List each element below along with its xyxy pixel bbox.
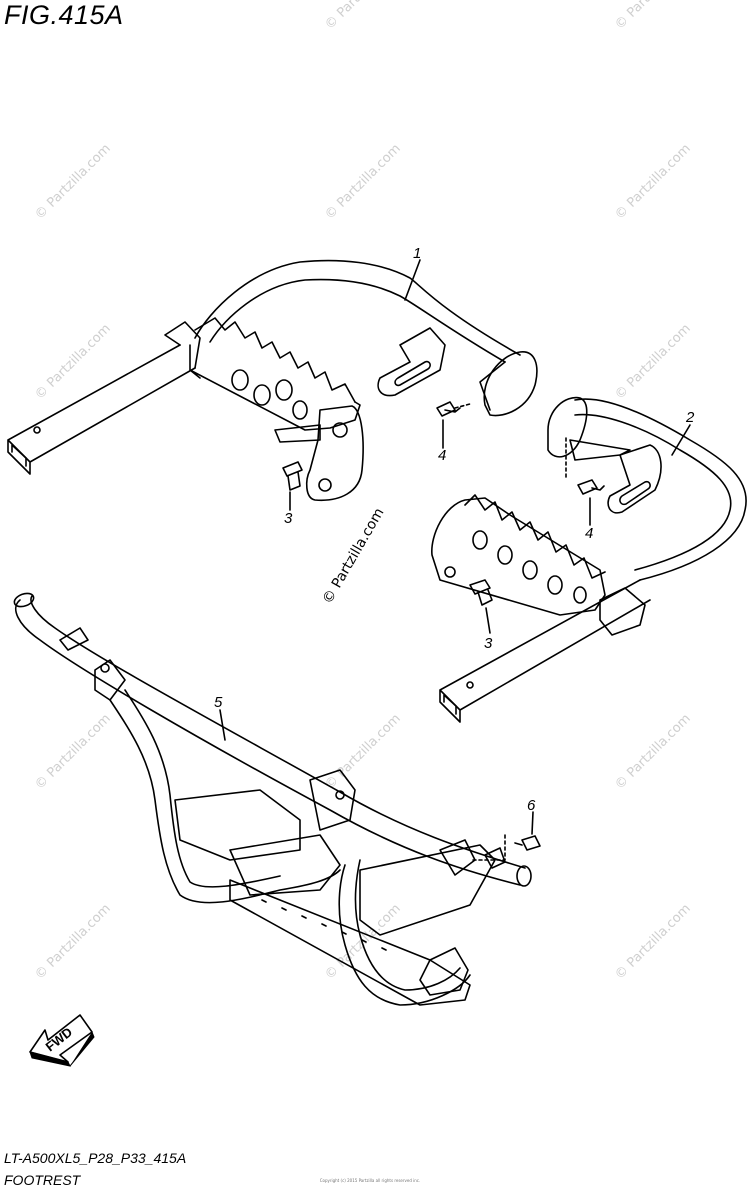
footrest-right-step-hole [231, 369, 249, 391]
bolt-left-upper [282, 461, 303, 491]
watermark: © Partzilla.com [32, 711, 114, 793]
front-guard-upper-mount [309, 769, 356, 831]
footrest-left-tube-mount [599, 587, 646, 636]
watermark-center: © Partzilla.com [320, 505, 388, 607]
front-guard-left-loop [109, 689, 341, 904]
callout-number: 6 [527, 797, 536, 814]
front-guard-left-tab [59, 627, 89, 651]
leader-line-5 [219, 709, 226, 741]
front-guard-right-bracket [439, 839, 476, 876]
footrest-left-step-plate [431, 497, 606, 616]
watermark: © Partzilla.com [612, 901, 694, 983]
copyright-fine-print: Copyright (c) 2015 Partzilla all rights … [319, 1178, 421, 1183]
front-guard-top-bar [15, 595, 526, 886]
watermark: © Partzilla.com [32, 321, 114, 403]
front-guard-bracket-hole [100, 663, 110, 673]
footrest-left-loop-rail [574, 398, 747, 581]
footrest-right-mount-hole [318, 478, 332, 492]
watermark: © Partzilla.com [322, 141, 404, 223]
footrest-right-plate-stem [479, 361, 506, 411]
footrest-right-step-body [189, 344, 361, 431]
footrest-left-step-hole [522, 560, 538, 580]
footrest-left-mount-hole [444, 566, 456, 578]
footrest-left-step-serration [464, 494, 606, 579]
front-guard-left-bracket [94, 659, 126, 701]
watermark: © Partzilla.com [612, 0, 694, 33]
footrest-left-step-hole [547, 575, 563, 595]
watermark: © Partzilla.com [322, 0, 404, 33]
figure-title: FIG.415A [4, 0, 124, 30]
watermark: © Partzilla.com [612, 321, 694, 403]
watermark: © Partzilla.com [322, 711, 404, 793]
footrest-right-mount-plate [305, 405, 364, 502]
footrest-left-tube [439, 579, 651, 723]
bolt-front-guard [469, 834, 541, 861]
front-guard-bar-end [13, 592, 35, 608]
callout-number: 5 [214, 694, 223, 711]
callout-number: 1 [413, 245, 421, 262]
footrest-right-mount-tab [164, 321, 201, 369]
watermark: © Partzilla.com [612, 141, 694, 223]
callout-number: 3 [284, 510, 293, 527]
footrest-right-step-serration [194, 317, 356, 403]
front-guard [13, 592, 532, 1006]
leader-line-3b [485, 607, 491, 634]
bolt-leader-dash [454, 403, 471, 409]
callout-number: 4 [585, 525, 593, 542]
footrest-left-bracket [607, 444, 662, 514]
footrest-right-end-plate [483, 351, 538, 417]
footrest-left-bracket-top [569, 439, 631, 461]
footrest-right-loop-rail [194, 259, 521, 363]
footrest-left-step-hole [472, 530, 488, 550]
watermark: © Partzilla.com [32, 901, 114, 983]
watermark: © Partzilla.com [322, 901, 404, 983]
footrest-right-tube-end [11, 444, 27, 467]
footrest-left-tube-hole [466, 681, 474, 689]
callout-number: 3 [484, 635, 493, 652]
footrest-left-bracket-slot [619, 480, 651, 506]
front-guard-right-loop [338, 859, 471, 1006]
front-guard-bar-end [516, 865, 532, 887]
leader-line-2 [671, 424, 691, 456]
watermark-group: © Partzilla.com © Partzilla.com © Partzi… [32, 0, 694, 983]
footrest-right-lower-tab [274, 424, 321, 443]
front-guard-end-clamp [419, 947, 469, 996]
bolt-upper-bracket [436, 401, 471, 417]
fwd-arrow-icon [29, 1014, 93, 1063]
front-guard-bottom-plate [229, 879, 471, 1006]
footrest-right-step-hole [292, 400, 308, 420]
footrest-right-step-hole [275, 379, 293, 401]
front-guard-mount-hole [335, 790, 345, 800]
footrest-left-tube-end [443, 694, 457, 715]
footrest-left-end-plate [547, 396, 588, 458]
front-guard-rear-skid [359, 844, 496, 936]
footrest-left-step-hole [573, 586, 587, 604]
bolt-leader-dash [469, 834, 506, 861]
footrest-left [431, 396, 747, 723]
front-guard-right-tab [484, 847, 506, 869]
footrest-right-bracket [377, 327, 446, 397]
model-code: LT-A500XL5_P28_P33_415A [4, 1150, 187, 1166]
watermark: © Partzilla.com [612, 711, 694, 793]
callout-number: 4 [438, 447, 446, 464]
footrest-right-tube [7, 344, 196, 475]
callout-number: 2 [685, 409, 695, 426]
footrest-right-tube-hole [33, 426, 41, 434]
bolt-right-lower [469, 579, 493, 606]
footrest-left-step-hole [497, 545, 513, 565]
bolt-right-bracket [565, 437, 605, 495]
footrest-right [7, 259, 538, 502]
watermark: © Partzilla.com [32, 141, 114, 223]
leader-line-6 [531, 811, 534, 835]
fwd-direction-arrow: FWD [29, 1014, 95, 1067]
leader-line-1 [404, 259, 421, 301]
front-guard-center-plate [174, 789, 301, 861]
callout-group: 1 2 3 4 4 3 5 6 [214, 245, 695, 814]
front-guard-bottom-holes [261, 899, 387, 951]
footrest-right-mount-hole [332, 422, 348, 438]
footrest-right-step-hole [253, 384, 271, 406]
section-name: FOOTREST [4, 1172, 81, 1188]
footrest-right-bracket-slot [394, 360, 431, 387]
